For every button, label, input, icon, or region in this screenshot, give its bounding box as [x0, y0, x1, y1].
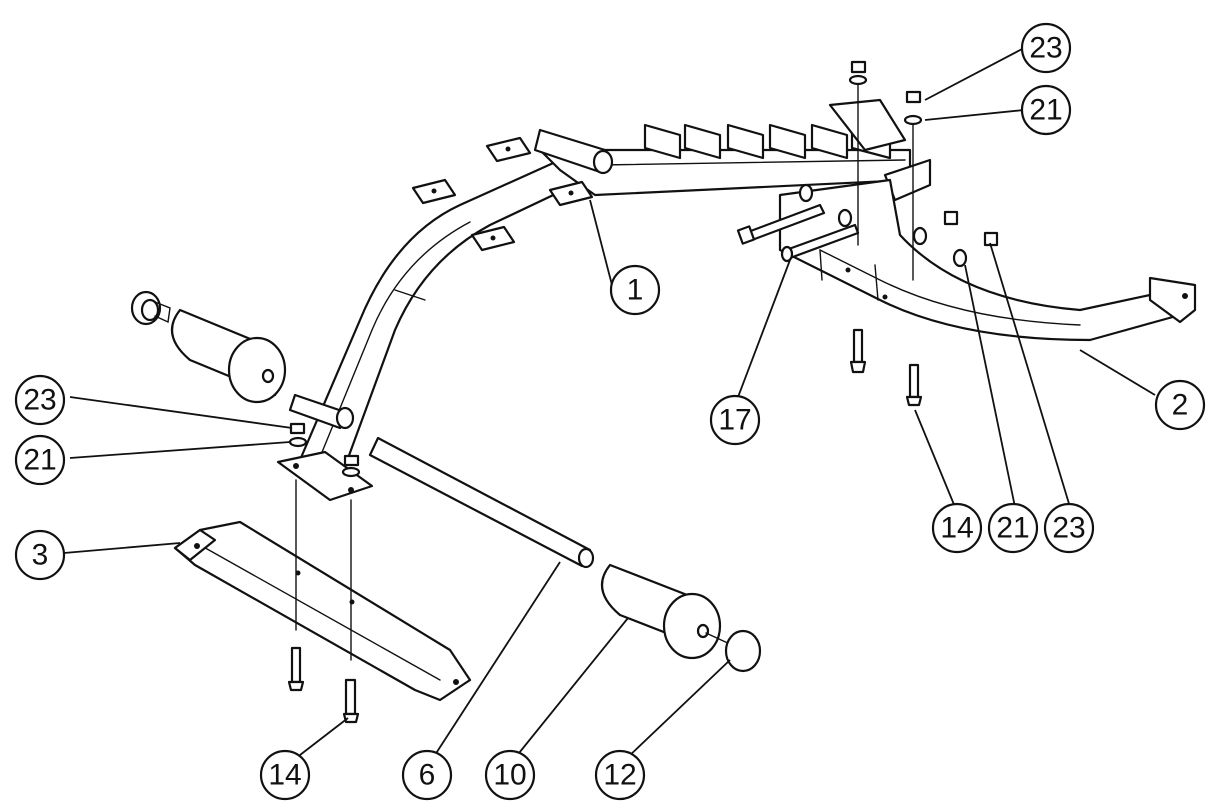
balloon-14-right: 14 [931, 502, 983, 554]
balloon-label: 21 [23, 444, 56, 477]
leader-lines [63, 47, 1156, 759]
balloon-10: 10 [484, 749, 536, 801]
balloon-label: 23 [1029, 32, 1062, 65]
foam-roller-upper [170, 308, 287, 404]
balloon-21-top: 21 [1020, 84, 1072, 136]
balloon-label: 12 [603, 759, 636, 792]
balloon-12: 12 [594, 749, 646, 801]
balloon-23-left: 23 [14, 374, 66, 426]
balloon-1: 1 [609, 264, 661, 316]
balloon-23-top: 23 [1020, 22, 1072, 74]
balloon-6: 6 [401, 749, 453, 801]
balloon-label: 6 [419, 759, 436, 792]
end-cap-lower [705, 629, 762, 673]
main-frame [276, 98, 932, 502]
balloon-label: 2 [1172, 389, 1189, 422]
balloon-3: 3 [14, 529, 66, 581]
rear-frame [778, 178, 1197, 342]
balloon-label: 10 [493, 759, 526, 792]
foam-roller-lower [600, 563, 722, 660]
balloon-label: 21 [996, 512, 1029, 545]
balloon-label: 1 [627, 274, 644, 307]
balloon-17: 17 [709, 394, 761, 446]
balloon-label: 23 [1052, 512, 1085, 545]
balloon-label: 21 [1029, 94, 1062, 127]
end-cap-upper [130, 290, 171, 326]
balloon-21-left: 21 [14, 434, 66, 486]
balloon-21-right: 21 [987, 502, 1039, 554]
balloon-label: 17 [718, 404, 751, 437]
foot-stabilizer [173, 520, 472, 702]
balloon-label: 14 [940, 512, 973, 545]
roller-tube [368, 436, 595, 569]
balloon-2: 2 [1154, 379, 1206, 431]
balloon-label: 14 [268, 759, 301, 792]
balloon-14-bottom: 14 [259, 749, 311, 801]
balloon-label: 3 [32, 539, 49, 572]
balloon-label: 23 [23, 384, 56, 417]
balloon-23-right: 23 [1043, 502, 1095, 554]
hardware [287, 60, 999, 724]
